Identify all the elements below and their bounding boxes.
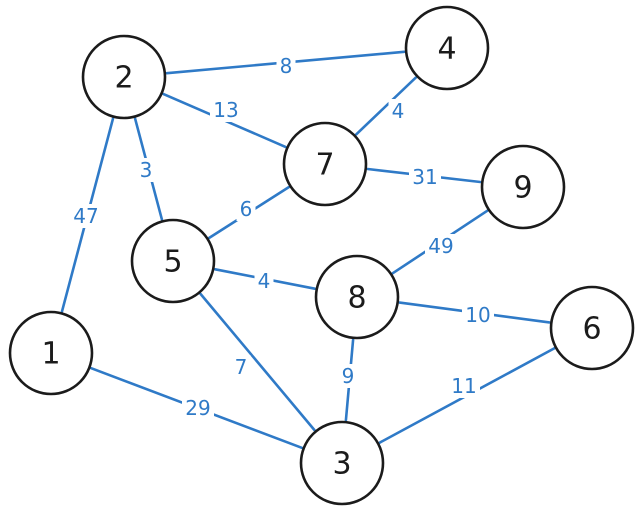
node-label: 3: [332, 447, 351, 482]
node-6: 6: [549, 285, 635, 371]
edge-label-background: [448, 374, 480, 398]
node-label: 6: [582, 312, 601, 347]
node-label: 8: [347, 281, 366, 316]
node-circle: [130, 218, 216, 304]
edge-label-background: [425, 234, 457, 258]
edge-label-background: [462, 303, 494, 327]
edge-label-background: [210, 98, 242, 122]
edge-4-7: [354, 76, 418, 136]
edge-label-background: [70, 204, 102, 228]
edge-label-background: [276, 54, 296, 78]
edge-label-background: [254, 269, 274, 293]
node-label: 1: [41, 337, 60, 372]
edge-5-3: [199, 292, 316, 432]
edge-weight-label: 29: [185, 396, 210, 420]
node-circle: [549, 285, 635, 371]
nodes-layer: 1 2 3 4 5 6 7 8 9: [8, 5, 635, 506]
edge-weight-label: 10: [465, 303, 490, 327]
node-circle: [299, 420, 385, 506]
edge-label-background: [231, 355, 251, 379]
edge-weight-label: 47: [73, 204, 98, 228]
node-circle: [8, 310, 94, 396]
node-circle: [282, 121, 368, 207]
node-label: 7: [315, 148, 334, 183]
node-8: 8: [314, 254, 400, 340]
edge-weight-label: 11: [451, 374, 476, 398]
node-9: 9: [480, 144, 566, 230]
node-circle: [81, 34, 167, 120]
node-label: 9: [513, 171, 532, 206]
edge-weight-label: 49: [428, 234, 453, 258]
edge-weight-label: 7: [235, 355, 248, 379]
edge-weight-label: 9: [342, 364, 355, 388]
node-circle: [480, 144, 566, 230]
node-3: 3: [299, 420, 385, 506]
edge-weight-label: 31: [412, 165, 437, 189]
node-label: 5: [163, 245, 182, 280]
edge-weight-label: 13: [213, 98, 238, 122]
edge-label-background: [338, 364, 358, 388]
node-5: 5: [130, 218, 216, 304]
edge-weight-label: 8: [280, 54, 293, 78]
node-circle: [404, 5, 490, 91]
node-2: 2: [81, 34, 167, 120]
edge-weight-label: 3: [140, 158, 153, 182]
node-1: 1: [8, 310, 94, 396]
node-circle: [314, 254, 400, 340]
edge-weight-label: 4: [258, 269, 271, 293]
edge-label-background: [136, 158, 156, 182]
edge-label-background: [236, 197, 256, 221]
node-7: 7: [282, 121, 368, 207]
node-label: 4: [437, 32, 456, 67]
edge-weight-label: 4: [392, 99, 405, 123]
node-label: 2: [114, 61, 133, 96]
edge-weight-label: 6: [240, 197, 253, 221]
edge-label-background: [182, 396, 214, 420]
edge-label-background: [409, 165, 441, 189]
edge-label-background: [388, 99, 408, 123]
node-4: 4: [404, 5, 490, 91]
